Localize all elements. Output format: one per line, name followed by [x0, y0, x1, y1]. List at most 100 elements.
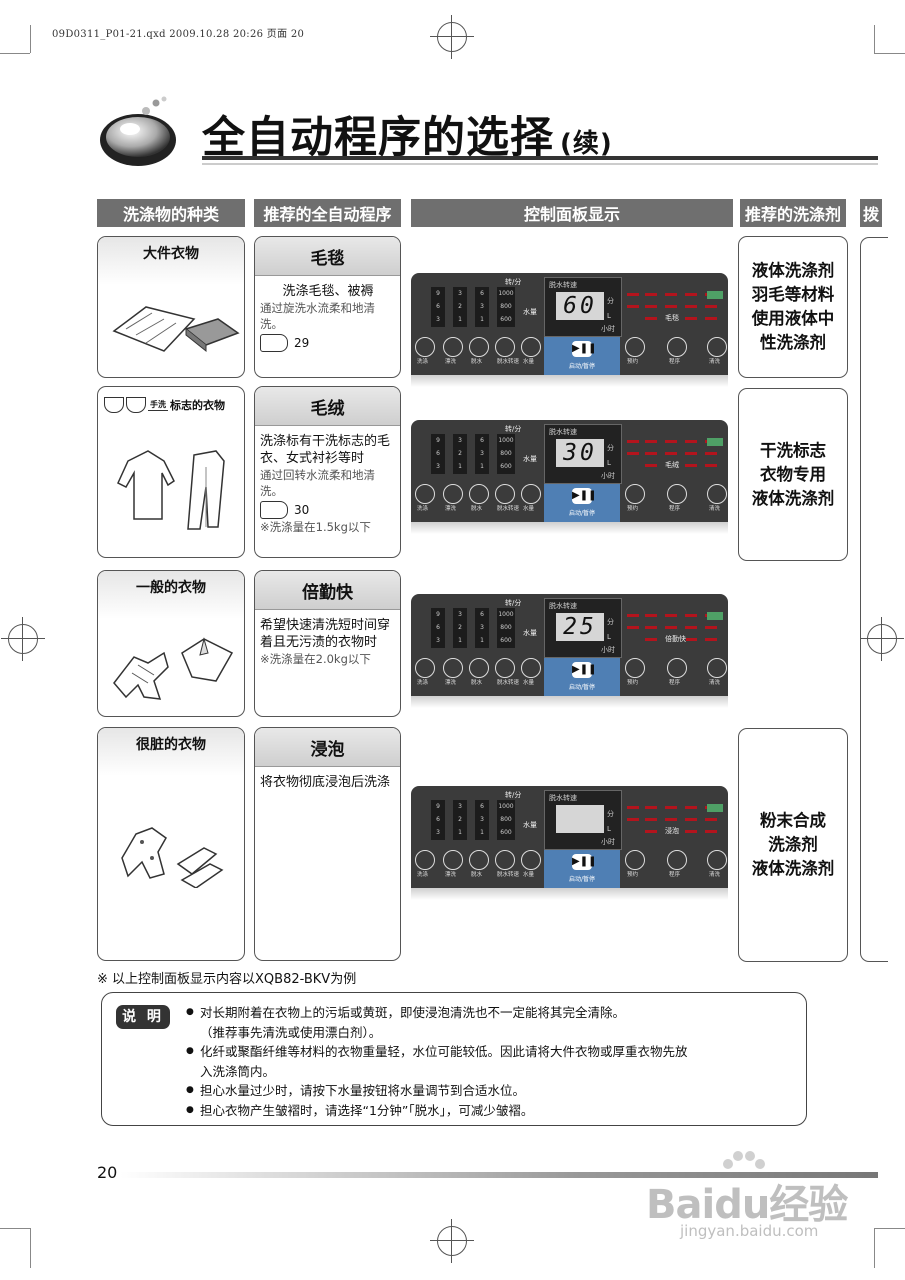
program-led [685, 317, 697, 320]
spin-button[interactable] [469, 658, 489, 678]
start-pause-button[interactable]: ▶❚❚ [572, 662, 596, 678]
start-pause-label: 启动/暂停 [568, 363, 596, 370]
rinse-button-label: 漂洗 [445, 506, 457, 512]
timer-button[interactable] [625, 337, 645, 357]
detergent-line: 洗涤剂 [768, 835, 818, 854]
start-pause-button[interactable]: ▶❚❚ [572, 488, 596, 504]
start-pause-button[interactable]: ▶❚❚ [572, 854, 596, 870]
load-note: ※洗涤量在2.0kg以下 [260, 652, 371, 666]
start-pause-button[interactable]: ▶❚❚ [572, 341, 596, 357]
spin-button-label: 脱水 [471, 872, 483, 878]
start-pause-area: ▶❚❚ 启动/暂停 [544, 337, 620, 375]
program-led [665, 614, 677, 617]
detergent-line: 性洗涤剂 [760, 333, 826, 352]
crop-mark [874, 1228, 905, 1229]
lcd-spin-label: 脱水转速 [549, 602, 577, 610]
setting-value: 9 [436, 437, 440, 444]
spin-button[interactable] [469, 484, 489, 504]
water-button[interactable] [521, 484, 541, 504]
program-button-label: 程序 [669, 872, 681, 878]
program-button[interactable] [667, 850, 687, 870]
setting-value: 1 [458, 316, 462, 323]
setting-value: 3 [458, 611, 462, 618]
title-text: 全自动程序的选择 [202, 113, 554, 163]
detergent-line: 液体洗涤剂 [751, 859, 835, 878]
rinse-button[interactable] [443, 850, 463, 870]
rpm-label: 转/分 [505, 599, 522, 607]
program-led [627, 806, 639, 809]
rinse-button[interactable] [443, 484, 463, 504]
clothes-type: 一般的衣物 [136, 580, 206, 596]
program-led [685, 464, 697, 467]
spin-speed-button[interactable] [495, 658, 515, 678]
timer-button[interactable] [625, 658, 645, 678]
program-led [645, 818, 657, 821]
rpm-label: 转/分 [505, 791, 522, 799]
water-button[interactable] [521, 850, 541, 870]
clean-button-label: 清洗 [709, 680, 721, 686]
start-pause-label: 启动/暂停 [568, 876, 596, 883]
wash-button[interactable] [415, 337, 435, 357]
water-button-label: 水量 [523, 680, 535, 686]
setting-value: 3 [458, 803, 462, 810]
wash-button-label: 洗涤 [417, 359, 429, 365]
note-item: 对长期附着在衣物上的污垢或黄斑，即使浸泡清洗也不一定能将其完全清除。（推荐事先清… [186, 1003, 796, 1042]
water-button[interactable] [521, 337, 541, 357]
start-pause-label: 启动/暂停 [568, 684, 596, 691]
program-button[interactable] [667, 658, 687, 678]
program-button[interactable] [667, 484, 687, 504]
detergent-line: 羽毛等材料 [751, 285, 835, 304]
program-button[interactable] [667, 337, 687, 357]
spin-speed-button[interactable] [495, 850, 515, 870]
setting-value: 1 [458, 637, 462, 644]
setting-value: 800 [500, 624, 512, 631]
setting-value: 600 [500, 829, 512, 836]
setting-value: 600 [500, 316, 512, 323]
detergent-line: 衣物专用 [760, 464, 826, 484]
spin-button[interactable] [469, 337, 489, 357]
program-led [627, 293, 639, 296]
water-button-label: 水量 [523, 872, 535, 878]
note-text: 对长期附着在衣物上的污垢或黄斑，即使浸泡清洗也不一定能将其完全清除。 [200, 1005, 626, 1020]
program-button-label: 程序 [669, 680, 681, 686]
page-title: 全自动程序的选择(续) [202, 103, 613, 165]
wash-button-label: 洗涤 [417, 506, 429, 512]
setting-value: 2 [458, 624, 462, 631]
spin-button-label: 脱水 [471, 359, 483, 365]
lcd-liter-label: L [607, 312, 611, 320]
program-led [665, 626, 677, 629]
clean-button[interactable] [707, 484, 727, 504]
setting-value: 3 [480, 624, 484, 631]
wash-button[interactable] [415, 850, 435, 870]
wash-button[interactable] [415, 658, 435, 678]
rinse-button[interactable] [443, 337, 463, 357]
rinse-button[interactable] [443, 658, 463, 678]
rinse-button-label: 漂洗 [445, 872, 457, 878]
timer-button[interactable] [625, 484, 645, 504]
program-led [645, 293, 657, 296]
water-button[interactable] [521, 658, 541, 678]
spin-speed-button[interactable] [495, 337, 515, 357]
registration-mark [1, 617, 45, 661]
spin-button[interactable] [469, 850, 489, 870]
clean-button[interactable] [707, 850, 727, 870]
sweater-icon [117, 450, 225, 530]
clean-button[interactable] [707, 658, 727, 678]
timer-button[interactable] [625, 850, 645, 870]
setting-value: 1 [458, 463, 462, 470]
program-led [627, 818, 639, 821]
wash-button[interactable] [415, 484, 435, 504]
clean-button[interactable] [707, 337, 727, 357]
detergent-line: 粉末合成 [760, 811, 826, 830]
crop-mark [874, 1228, 875, 1268]
spin-speed-button[interactable] [495, 484, 515, 504]
program-led [645, 638, 657, 641]
water-button-label: 水量 [523, 506, 535, 512]
wash-button-label: 洗涤 [417, 680, 429, 686]
setting-value: 600 [500, 463, 512, 470]
